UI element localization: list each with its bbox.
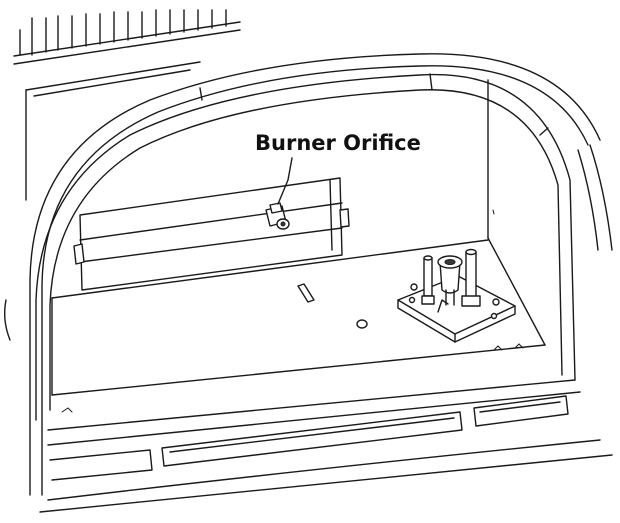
- burner-orifice: [265, 202, 290, 230]
- firebox-frame: [35, 73, 576, 421]
- top-louver-grille: [13, 9, 241, 65]
- arched-surround: [29, 53, 613, 496]
- lower-trim-panels: [39, 379, 613, 513]
- firebox-floor-details: [61, 283, 524, 413]
- burner-tray: [73, 177, 350, 291]
- burner-orifice-label: Burner Orifice: [255, 131, 421, 155]
- firebox-interior: [51, 79, 546, 396]
- left-side-panel: [3, 61, 201, 341]
- pilot-assembly: [397, 248, 516, 343]
- callout-leader-line: [277, 157, 293, 205]
